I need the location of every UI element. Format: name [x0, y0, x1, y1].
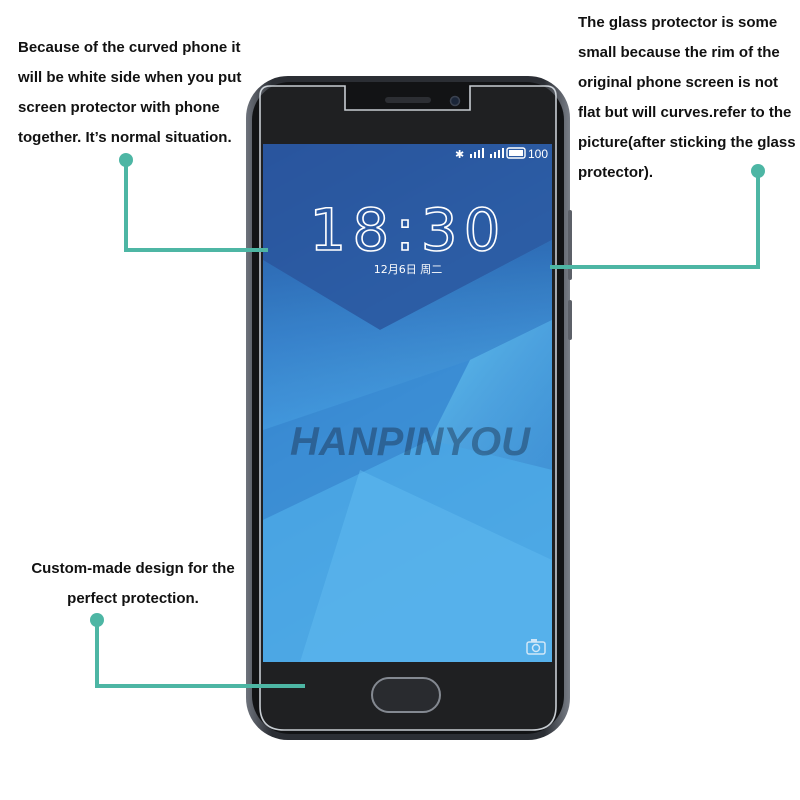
phone-screen: [263, 144, 552, 662]
battery-level: 100: [528, 147, 548, 161]
watermark: HANPINYOU: [290, 420, 531, 464]
power-button: [568, 300, 572, 340]
status-bar: ✱ 100: [455, 147, 548, 161]
note-curved-phone: Because of the curved phone it will be w…: [18, 39, 242, 146]
note-glass-size: The glass protector is some small becaus…: [578, 14, 796, 181]
note-custom-design-line1: Custom-made design for the: [31, 560, 235, 577]
home-button-icon: [371, 677, 441, 713]
note-custom-design: Custom-made design for the perfect prote…: [18, 554, 248, 614]
note-custom-design-line2: perfect protection.: [67, 590, 199, 607]
callout-bottom-left: [90, 613, 305, 688]
earpiece: [385, 97, 431, 103]
callout-top-left: [119, 153, 268, 252]
glass-protector-outline: [259, 85, 557, 731]
volume-button: [568, 210, 572, 280]
callout-top-right: [550, 164, 765, 269]
camera-icon: [526, 639, 546, 655]
signal-icon: [470, 148, 504, 158]
lock-screen-date: 12月6日 周二: [374, 263, 443, 276]
bluetooth-icon: ✱: [455, 148, 464, 161]
front-camera: [449, 95, 461, 107]
lock-screen-time: 18:30: [309, 196, 506, 264]
battery-icon: [506, 147, 526, 159]
